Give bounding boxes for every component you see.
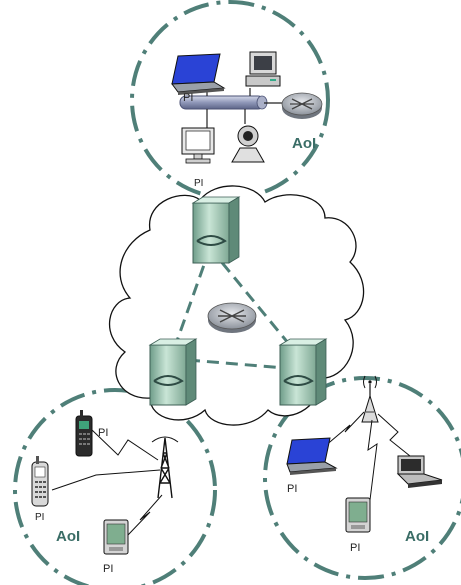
- pda-icon: [103, 519, 129, 555]
- pi-label-bottom-right-pda: PI: [350, 542, 360, 554]
- wireless-antenna-icon: [361, 375, 379, 423]
- server-icon: [278, 338, 328, 406]
- pi-label-top-monitor: PI: [194, 178, 203, 189]
- pi-label-bottom-left-pda: PI: [103, 563, 113, 575]
- router-icon: [281, 92, 323, 119]
- mobile-phone-icon: [31, 456, 49, 507]
- mobile-phone-icon: [75, 410, 93, 457]
- aoi-label-bottom-right: AoI: [405, 528, 429, 545]
- pi-label-bottom-left-cellphone: PI: [35, 512, 44, 523]
- pi-label-top-laptop: PI: [183, 92, 193, 104]
- core-links: [170, 247, 300, 370]
- area-ring-bottom-right: [263, 376, 461, 580]
- desktop-computer-icon: [245, 51, 281, 87]
- webcam-icon: [231, 125, 265, 163]
- wireless-links-left: [51, 429, 163, 536]
- pda-icon: [345, 497, 371, 533]
- cell-tower-icon: [151, 436, 179, 499]
- aoi-label-bottom-left: AoI: [56, 528, 80, 545]
- notebook-icon: [396, 455, 443, 488]
- pi-label-bottom-left-phone: PI: [98, 427, 108, 439]
- server-icon: [148, 338, 198, 406]
- server-icon: [191, 196, 241, 264]
- wireless-links-right: [317, 411, 411, 501]
- aoi-label-top: AoI: [292, 135, 316, 152]
- laptop-icon: [286, 437, 338, 475]
- area-ring-bottom-left: [13, 388, 217, 585]
- pi-label-bottom-right-laptop: PI: [287, 483, 297, 495]
- router-icon: [207, 302, 257, 333]
- laptop-icon: [171, 53, 226, 95]
- monitor-icon: [181, 127, 215, 164]
